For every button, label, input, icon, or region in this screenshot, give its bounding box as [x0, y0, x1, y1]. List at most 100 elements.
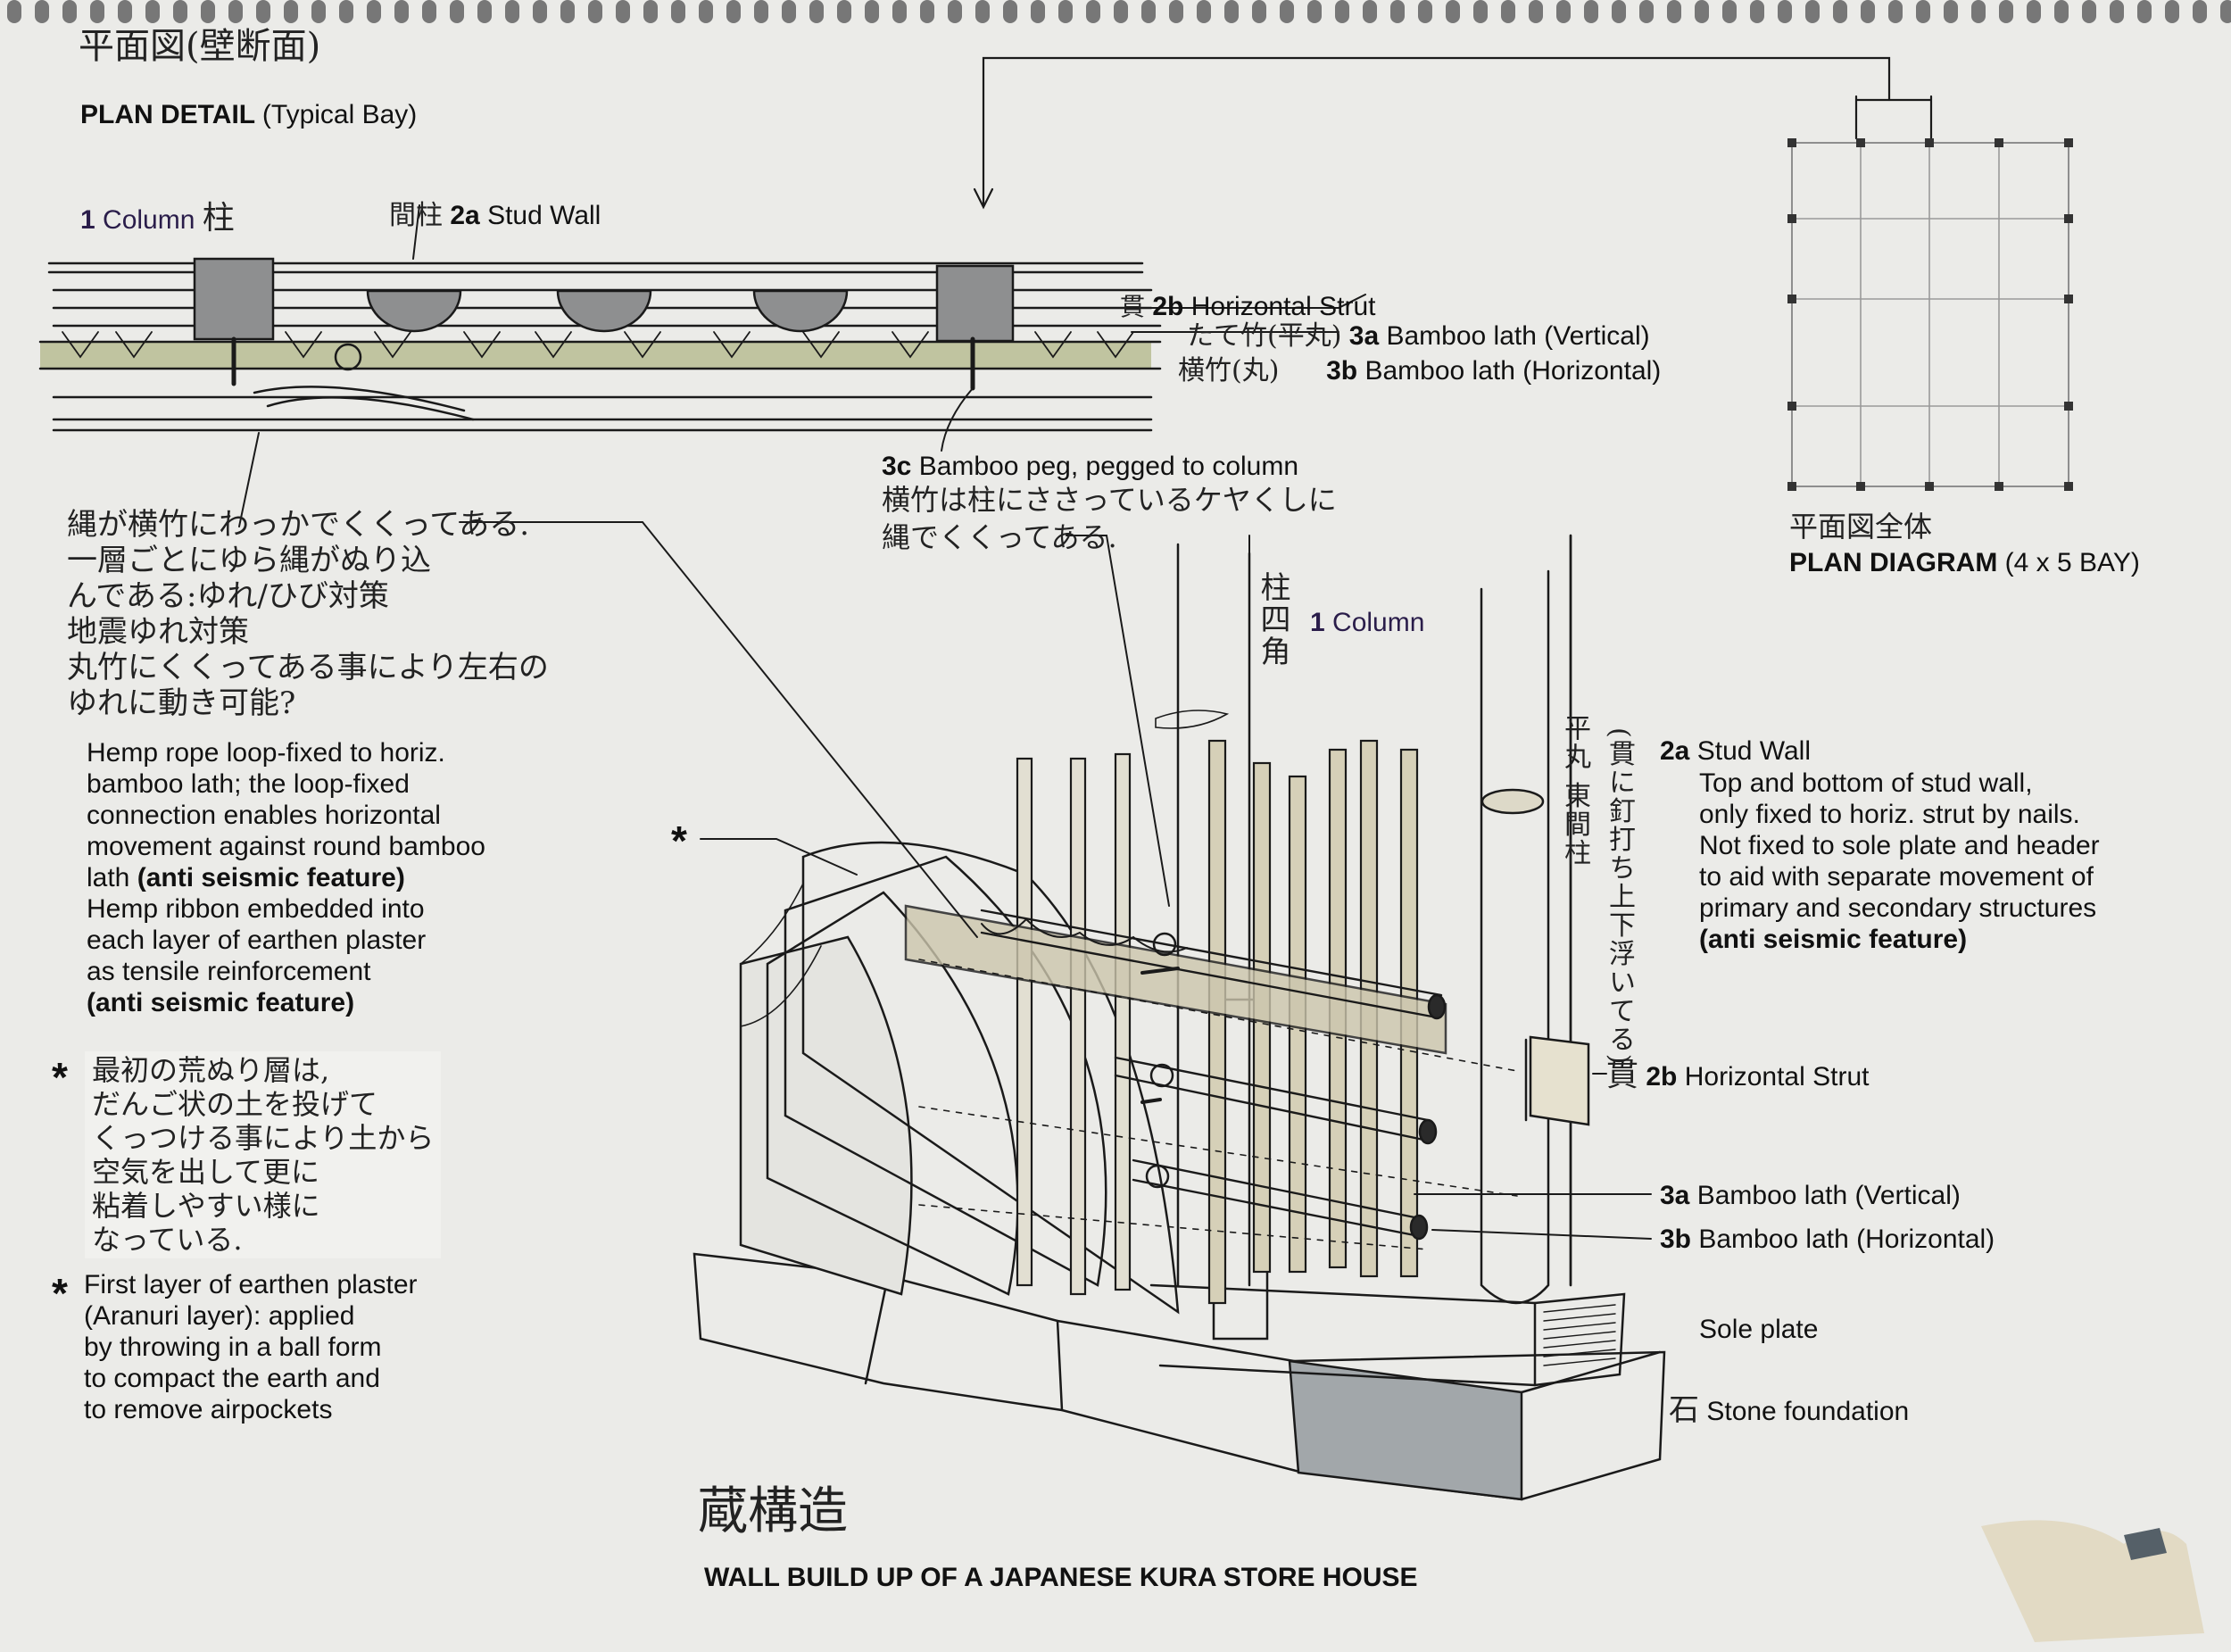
aranuri-jp-line-4: 空気を出して更に	[92, 1155, 320, 1189]
plan-column-jp: 柱	[202, 200, 235, 237]
peg-note-jp-1: 横竹は柱にささっているケヤくしに	[882, 483, 1337, 517]
aranuri-star-1: *	[52, 1054, 68, 1100]
binding-ring	[726, 0, 741, 23]
binding-ring	[1058, 0, 1073, 23]
plan-lath-h-jp: 横竹(丸)	[1178, 355, 1280, 386]
plan-stud-label: 間柱 2a Stud Wall	[389, 198, 601, 234]
plan-lath-h-label: 横竹(丸) 3b Bamboo lath (Horizontal)	[1178, 353, 1661, 389]
plan-column-dot	[1995, 482, 2003, 491]
aranuri-en-line-1: First layer of earthen plaster	[84, 1270, 418, 1299]
binding-ring	[1363, 0, 1377, 23]
spiral-binding	[0, 0, 2231, 27]
rope-note-en: Hemp rope loop-fixed to horiz. bamboo la…	[87, 737, 485, 1018]
iso-stud-num: 2a	[1660, 736, 1690, 766]
binding-ring	[477, 0, 492, 23]
plan-column-dot	[1787, 482, 1796, 491]
binding-ring	[1280, 0, 1294, 23]
binding-ring	[892, 0, 907, 23]
rope-jp-line-2: 一層ごとにゆら縄がぬり込	[67, 543, 431, 578]
plan-lath-v-jp: たて竹(平丸)	[1187, 320, 1342, 352]
binding-ring	[1556, 0, 1571, 23]
iso-column-label: 1 Column	[1310, 607, 1424, 638]
plan-column-dot	[1787, 295, 1796, 303]
binding-ring	[2027, 0, 2041, 23]
binding-ring	[62, 0, 77, 23]
rope-en-line-5-plain: lath	[87, 863, 137, 892]
binding-ring	[1639, 0, 1654, 23]
plan-diagram-suffix: (4 x 5 BAY)	[2004, 548, 2140, 577]
iso-stud-label: 2a Stud Wall	[1660, 735, 1811, 767]
plan-detail-title-suffix: (Typical Bay)	[261, 100, 418, 129]
plan-detail-title: PLAN DETAIL (Typical Bay)	[80, 99, 417, 130]
rope-en-line-1: Hemp rope loop-fixed to horiz.	[87, 738, 445, 768]
plan-detail-title-text: PLAN DETAIL	[80, 100, 255, 129]
iso-lath-h-label: 3b Bamboo lath (Horizontal)	[1660, 1224, 1995, 1255]
binding-ring	[90, 0, 104, 23]
binding-ring	[1031, 0, 1045, 23]
plan-column-label: 1 Column 柱	[80, 201, 235, 237]
rope-jp-line-5: 丸竹にくくってある事により左右の	[67, 650, 549, 685]
binding-ring	[1197, 0, 1211, 23]
binding-ring	[394, 0, 409, 23]
binding-ring	[560, 0, 575, 23]
binding-ring	[201, 0, 215, 23]
binding-ring	[837, 0, 851, 23]
binding-ring	[1086, 0, 1100, 23]
binding-ring	[616, 0, 630, 23]
iso-stone-label: 石 Stone foundation	[1669, 1392, 1909, 1428]
rope-en-line-5-bold: (anti seismic feature)	[137, 863, 405, 892]
iso-stud-jp-2: (貫に釘打ち上下浮いてる)	[1604, 727, 1635, 1067]
binding-ring	[1584, 0, 1598, 23]
binding-ring	[1003, 0, 1017, 23]
plan-strut-num: 2b	[1152, 292, 1184, 321]
iso-stud-line-2: only fixed to horiz. strut by nails.	[1699, 800, 2080, 829]
iso-strut-label: 貫 2b Horizontal Strut	[1606, 1058, 1869, 1093]
binding-ring	[505, 0, 519, 23]
binding-ring	[975, 0, 990, 23]
binding-ring	[311, 0, 326, 23]
aranuri-jp-line-6: なっている.	[92, 1223, 243, 1257]
plan-stud-num: 2a	[450, 201, 480, 230]
binding-ring	[1944, 0, 1958, 23]
plan-column-dot	[1856, 482, 1865, 491]
binding-ring	[145, 0, 160, 23]
plan-column-dot	[1995, 138, 2003, 147]
plan-column-dot	[1856, 138, 1865, 147]
plan-strut-label: 貫 2b Horizontal Strut	[1120, 289, 1375, 325]
plan-diagram-title: PLAN DIAGRAM (4 x 5 BAY)	[1789, 547, 2140, 578]
binding-ring	[671, 0, 685, 23]
plan-lath-h-num: 3b	[1326, 356, 1358, 386]
peg-note-jp-2: 縄でくくってある.	[882, 520, 1117, 554]
iso-strut-num: 2b	[1646, 1062, 1678, 1092]
peg-note-text: Bamboo peg, pegged to column	[918, 452, 1299, 481]
binding-ring	[1805, 0, 1820, 23]
binding-ring	[2110, 0, 2124, 23]
binding-ring	[1307, 0, 1322, 23]
binding-ring	[1473, 0, 1488, 23]
binding-ring	[754, 0, 768, 23]
aranuri-en-line-2: (Aranuri layer): applied	[84, 1301, 355, 1331]
plan-stud-text: Stud Wall	[487, 201, 601, 230]
binding-ring	[1695, 0, 1709, 23]
plan-column-dot	[2064, 214, 2073, 223]
aranuri-en-line-5: to remove airpockets	[84, 1395, 333, 1424]
rope-en-line-9: (anti seismic feature)	[87, 988, 355, 1017]
binding-ring	[173, 0, 187, 23]
binding-ring	[1501, 0, 1515, 23]
plan-column-text: Column	[103, 205, 195, 235]
rope-en-line-7: each layer of earthen plaster	[87, 926, 427, 955]
binding-ring	[1722, 0, 1737, 23]
binding-ring	[1916, 0, 1930, 23]
plan-lath-v-label: たて竹(平丸) 3a Bamboo lath (Vertical)	[1187, 319, 1650, 354]
iso-column-text: Column	[1332, 608, 1425, 637]
iso-lath-v-text: Bamboo lath (Vertical)	[1696, 1181, 1961, 1210]
iso-stud-jp: 平丸 東間柱	[1559, 714, 1590, 868]
plan-lath-v-text: Bamboo lath (Vertical)	[1386, 321, 1650, 351]
binding-ring	[1335, 0, 1349, 23]
iso-stud-line-3: Not fixed to sole plate and header	[1699, 831, 2100, 860]
plan-column-dot	[1787, 214, 1796, 223]
binding-ring	[422, 0, 436, 23]
iso-stone-jp: 石	[1669, 1392, 1699, 1428]
iso-star: *	[671, 818, 687, 864]
